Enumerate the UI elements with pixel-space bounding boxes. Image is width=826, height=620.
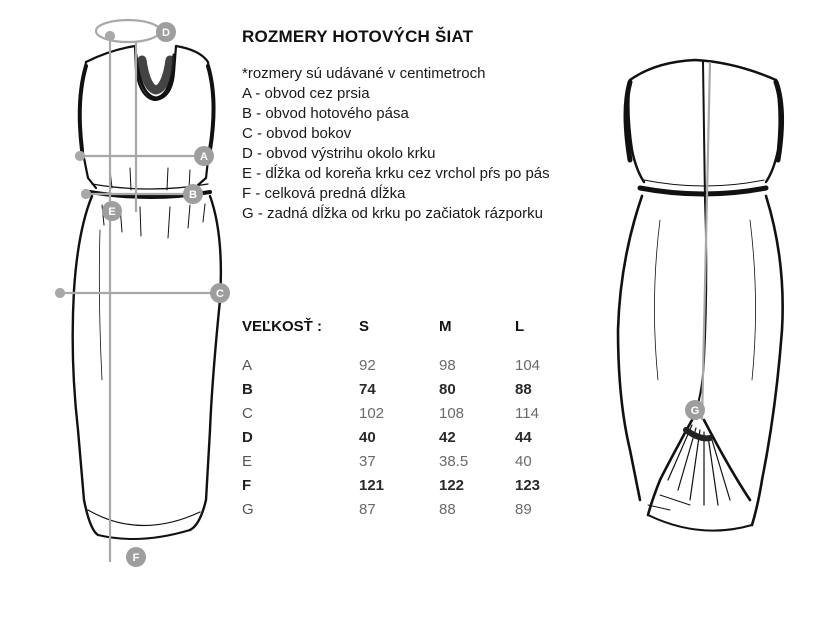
legend-item-g: G - zadná dĺžka od krku po začiatok rázp… [242, 205, 543, 222]
marker-c-icon: C [210, 283, 230, 303]
legend-item-a: A - obvod cez prsia [242, 85, 370, 102]
legend-item-e: E - dĺžka od koreňa krku cez vrchol pŕs … [242, 165, 550, 182]
marker-g-icon: G [685, 400, 705, 420]
cell-m: 98 [439, 356, 456, 374]
size-header-label: VEĽKOSŤ : [242, 317, 323, 335]
table-row: F 121 122 123 [242, 473, 575, 497]
cell-l: 89 [515, 500, 532, 518]
legend-item-b: B - obvod hotového pása [242, 105, 409, 122]
page-title: ROZMERY HOTOVÝCH ŠIAT [242, 27, 474, 46]
svg-text:A: A [200, 151, 208, 163]
table-row: A 92 98 104 [242, 353, 575, 377]
table-row: D 40 42 44 [242, 425, 575, 449]
marker-b-icon: B [183, 184, 203, 204]
legend-note: *rozmery sú udávané v centimetroch [242, 65, 486, 82]
cell-l: 40 [515, 452, 532, 470]
cell-l: 123 [515, 476, 541, 494]
cell-m: 38.5 [439, 452, 469, 470]
svg-text:D: D [162, 27, 170, 39]
cell-m: 80 [439, 380, 456, 398]
size-header-s: S [359, 317, 370, 335]
size-header-l: L [515, 317, 525, 335]
legend-item-f: F - celková predná dĺžka [242, 185, 406, 202]
back-dress-sketch: G [616, 58, 785, 532]
cell-l: 44 [515, 428, 532, 446]
row-code: B [242, 380, 253, 398]
table-row: G 87 88 89 [242, 497, 575, 521]
cell-l: 88 [515, 380, 532, 398]
table-row: B 74 80 88 [242, 377, 575, 401]
svg-text:F: F [133, 552, 140, 564]
row-code: C [242, 404, 253, 422]
cell-s: 40 [359, 428, 376, 446]
cell-m: 42 [439, 428, 456, 446]
cell-l: 104 [515, 356, 541, 374]
table-row: E 37 38.5 40 [242, 449, 575, 473]
cell-s: 121 [359, 476, 385, 494]
cell-s: 37 [359, 452, 376, 470]
svg-text:E: E [108, 206, 115, 218]
marker-a-icon: A [194, 146, 214, 166]
table-row: C 102 108 114 [242, 401, 575, 425]
front-dress-sketch: D A B E C F [54, 18, 230, 567]
svg-text:B: B [189, 189, 197, 201]
marker-f-icon: F [126, 547, 146, 567]
cell-m: 122 [439, 476, 465, 494]
row-code: F [242, 476, 252, 494]
table-spacer [242, 339, 575, 353]
legend-item-c: C - obvod bokov [242, 125, 352, 142]
cell-m: 88 [439, 500, 456, 518]
marker-e-icon: E [102, 201, 122, 221]
svg-text:C: C [216, 288, 224, 300]
row-code: E [242, 452, 253, 470]
size-table: VEĽKOSŤ : S M L A 92 98 104 B 74 80 88 C [242, 313, 575, 521]
size-header-m: M [439, 317, 452, 335]
cell-l: 114 [515, 404, 539, 422]
cell-m: 108 [439, 404, 465, 422]
size-table-header: VEĽKOSŤ : S M L [242, 313, 575, 339]
row-code: A [242, 356, 253, 374]
cell-s: 102 [359, 404, 385, 422]
svg-text:G: G [691, 405, 700, 417]
cell-s: 92 [359, 356, 376, 374]
cell-s: 74 [359, 380, 376, 398]
measurement-legend: *rozmery sú udávané v centimetroch A - o… [242, 64, 585, 224]
legend-item-d: D - obvod výstrihu okolo krku [242, 145, 436, 162]
row-code: G [242, 500, 254, 518]
row-code: D [242, 428, 253, 446]
cell-s: 87 [359, 500, 376, 518]
marker-d-icon: D [156, 22, 176, 42]
